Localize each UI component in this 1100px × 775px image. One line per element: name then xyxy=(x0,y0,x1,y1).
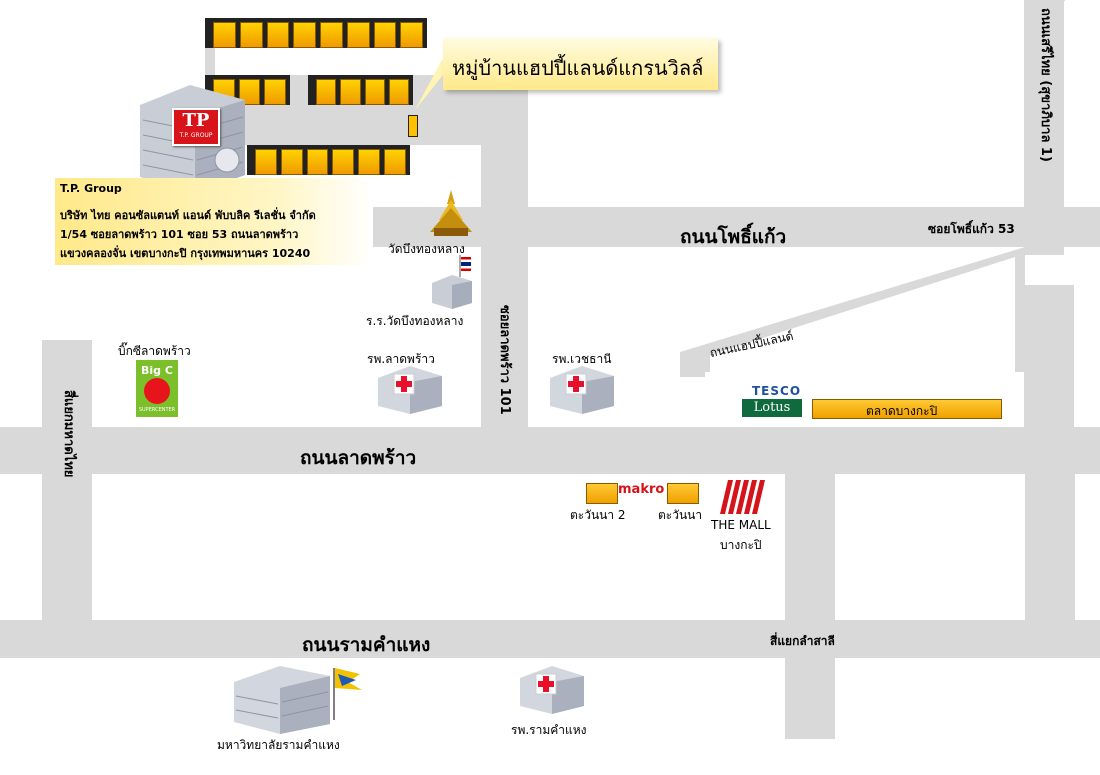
bigc-logo-c xyxy=(144,378,170,404)
label-mahatthai: สี่แยกมหาดไทย xyxy=(61,390,76,478)
road-happy-land xyxy=(680,247,1025,377)
hospital-latphrao-icon xyxy=(378,366,442,414)
tp-group-address-2: 1/54 ซอยลาดพร้าว 101 ซอย 53 ถนนลาดพร้าว xyxy=(60,228,299,241)
village-label: หมู่บ้านแฮปปี้แลนด์แกรนวิลล์ xyxy=(452,56,704,80)
tawanna-box xyxy=(667,483,699,504)
road-lam-sali xyxy=(785,474,835,739)
bigc-logo-sub: SUPERCENTER xyxy=(138,407,176,413)
label-soi-pho-kaeo-53: ซอยโพธิ์แก้ว 53 xyxy=(928,222,1015,236)
road-lat-phrao xyxy=(0,427,1100,474)
label-lam-sali: สี่แยกลำสาลี xyxy=(770,634,835,648)
tawanna2-box xyxy=(586,483,618,504)
village-building-row-4 xyxy=(247,145,410,175)
label-bigc: บิ๊กซีลาดพร้าว xyxy=(118,344,191,358)
road-right-lower xyxy=(1024,285,1074,427)
road-right-strip xyxy=(1025,474,1075,620)
school-icon xyxy=(432,255,472,309)
road-village-vertical xyxy=(481,75,528,210)
village-callout xyxy=(443,38,718,90)
label-tawanna2: ตะวันนา 2 xyxy=(570,508,626,522)
label-lat-phrao: ถนนลาดพร้าว xyxy=(300,447,417,469)
label-school: ร.ร.วัดบึงทองหลาง xyxy=(366,314,464,328)
bangkapi-market-box xyxy=(812,399,1002,419)
lotus-logo: Lotus xyxy=(742,399,802,417)
label-makro: makro xyxy=(618,482,665,497)
tesco-text: TESCO xyxy=(752,384,802,398)
label-tawanna: ตะวันนา xyxy=(658,508,703,522)
tp-logo: TP T.P. GROUP xyxy=(172,108,220,146)
label-the-mall: THE MALL xyxy=(711,518,771,532)
label-hosp-vejthani: รพ.เวชธานี xyxy=(552,352,612,366)
tp-group-address-3: แขวงคลองจั่น เขตบางกะปิ กรุงเทพมหานคร 10… xyxy=(60,247,311,260)
lotus-logo-text: Lotus xyxy=(753,400,791,415)
village-building-row-3 xyxy=(308,75,413,105)
label-bangkapi-market: ตลาดบางกะปิ xyxy=(866,404,938,418)
the-mall-logo xyxy=(720,480,765,514)
university-building xyxy=(234,666,362,734)
village-marker xyxy=(408,115,418,137)
label-hosp-latphrao: รพ.ลาดพร้าว xyxy=(367,352,435,366)
hospital-ram-icon xyxy=(520,666,584,714)
label-soi-lat-phrao-101: ซอยลาดพร้าว 101 xyxy=(497,305,512,415)
label-pho-kaeo: ถนนโพธิ์แก้ว xyxy=(680,226,787,248)
label-ramkhamhaeng: ถนนรามคำแหง xyxy=(302,634,431,656)
bigc-logo-text: Big C xyxy=(141,364,173,377)
temple-icon xyxy=(430,190,472,236)
road-mahatthai xyxy=(42,340,92,620)
hospital-vejthani-icon xyxy=(550,366,614,414)
village-building-row-1 xyxy=(205,18,427,48)
road-right-vertical xyxy=(1024,0,1064,255)
tp-logo-text: TP xyxy=(182,110,210,131)
tp-group-address-1: บริษัท ไทย คอนซัลแตนท์ แอนด์ พับบลิค รีเ… xyxy=(60,209,316,222)
label-hosp-ram: รพ.รามคำแหง xyxy=(511,723,587,737)
road-ramkhamhaeng xyxy=(0,620,1100,658)
label-seri-thai: ถนนเสรีไทย (สุขาภิบาล 1) xyxy=(1038,8,1053,162)
tp-group-name: T.P. Group xyxy=(60,182,122,195)
label-university: มหาวิทยาลัยรามคำแหง xyxy=(217,738,340,752)
label-the-mall-bangkapi: บางกะปิ xyxy=(720,538,762,552)
label-temple: วัดบึงทองหลาง xyxy=(388,242,465,256)
bigc-logo: Big C SUPERCENTER xyxy=(136,360,178,417)
tp-logo-sub: T.P. GROUP xyxy=(179,132,213,139)
tp-group-info-box xyxy=(55,178,373,265)
